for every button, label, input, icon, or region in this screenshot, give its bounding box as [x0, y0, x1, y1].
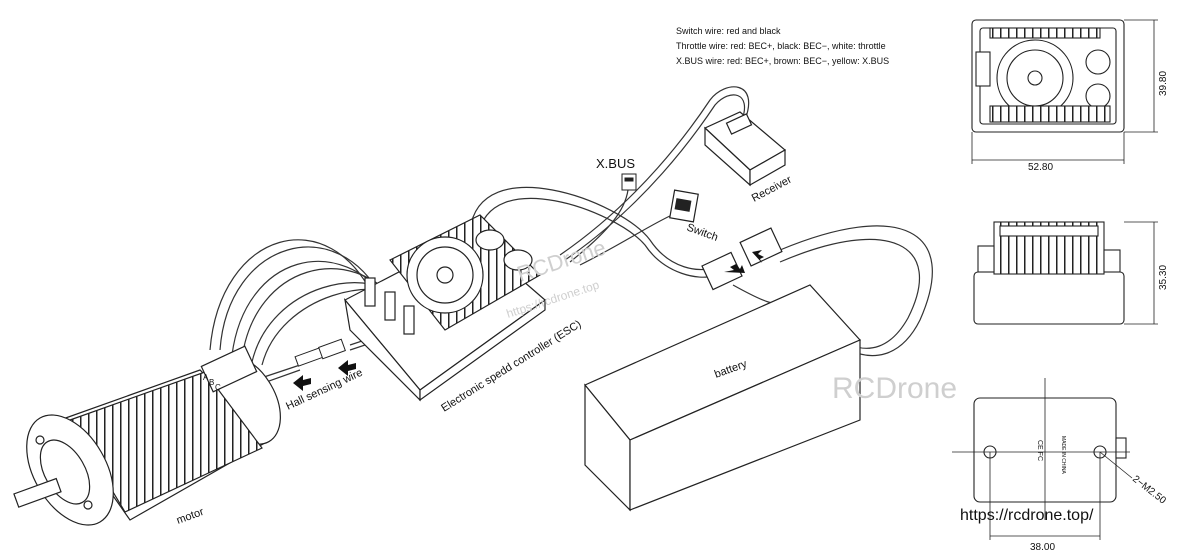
bottom-view — [973, 397, 1127, 503]
dim-top-height: 39.80 — [1158, 71, 1169, 96]
hall-connector — [294, 338, 346, 367]
note-xbus-wire: X.BUS wire: red: BEC+, brown: BEC−, yell… — [676, 56, 889, 66]
receiver — [703, 111, 787, 187]
dim-side-height: 35.30 — [1158, 265, 1169, 290]
top-view — [971, 19, 1125, 133]
esc — [344, 214, 546, 402]
cert-mark: CE FC — [1036, 440, 1043, 461]
dim-hole-spec: 2−M2.50 — [1130, 474, 1168, 507]
made-in-mark: MADE IN CHINA — [1060, 436, 1066, 474]
dim-top-width: 52.80 — [1028, 162, 1053, 173]
battery — [584, 284, 862, 512]
motor — [13, 345, 281, 526]
hall-arrows — [293, 360, 356, 391]
dim-bottom-width: 38.00 — [1030, 542, 1055, 553]
switch-module — [669, 189, 699, 223]
xbus-label: X.BUS — [596, 156, 635, 171]
phase-c-label: C — [215, 383, 221, 392]
connector-arrows — [724, 250, 764, 273]
xbus-plug — [621, 173, 637, 191]
top-view-dims — [971, 19, 1158, 164]
note-throttle-wire: Throttle wire: red: BEC+, black: BEC−, w… — [676, 41, 886, 51]
side-view — [973, 221, 1125, 325]
watermark-url: https://rcdrone.top/ — [960, 507, 1094, 524]
phase-a-label: A — [203, 373, 209, 382]
watermark-right: RCDrone — [832, 372, 957, 405]
side-view-dims — [1124, 221, 1158, 325]
battery-connector — [701, 227, 783, 291]
phase-b-label: B — [209, 378, 214, 387]
hall-label: Hall sensing wire — [284, 367, 364, 413]
switch-label: Switch — [685, 222, 720, 244]
motor-label: motor — [175, 506, 206, 527]
note-switch-wire: Switch wire: red and black — [676, 26, 781, 36]
bottom-view-dims — [952, 378, 1133, 540]
